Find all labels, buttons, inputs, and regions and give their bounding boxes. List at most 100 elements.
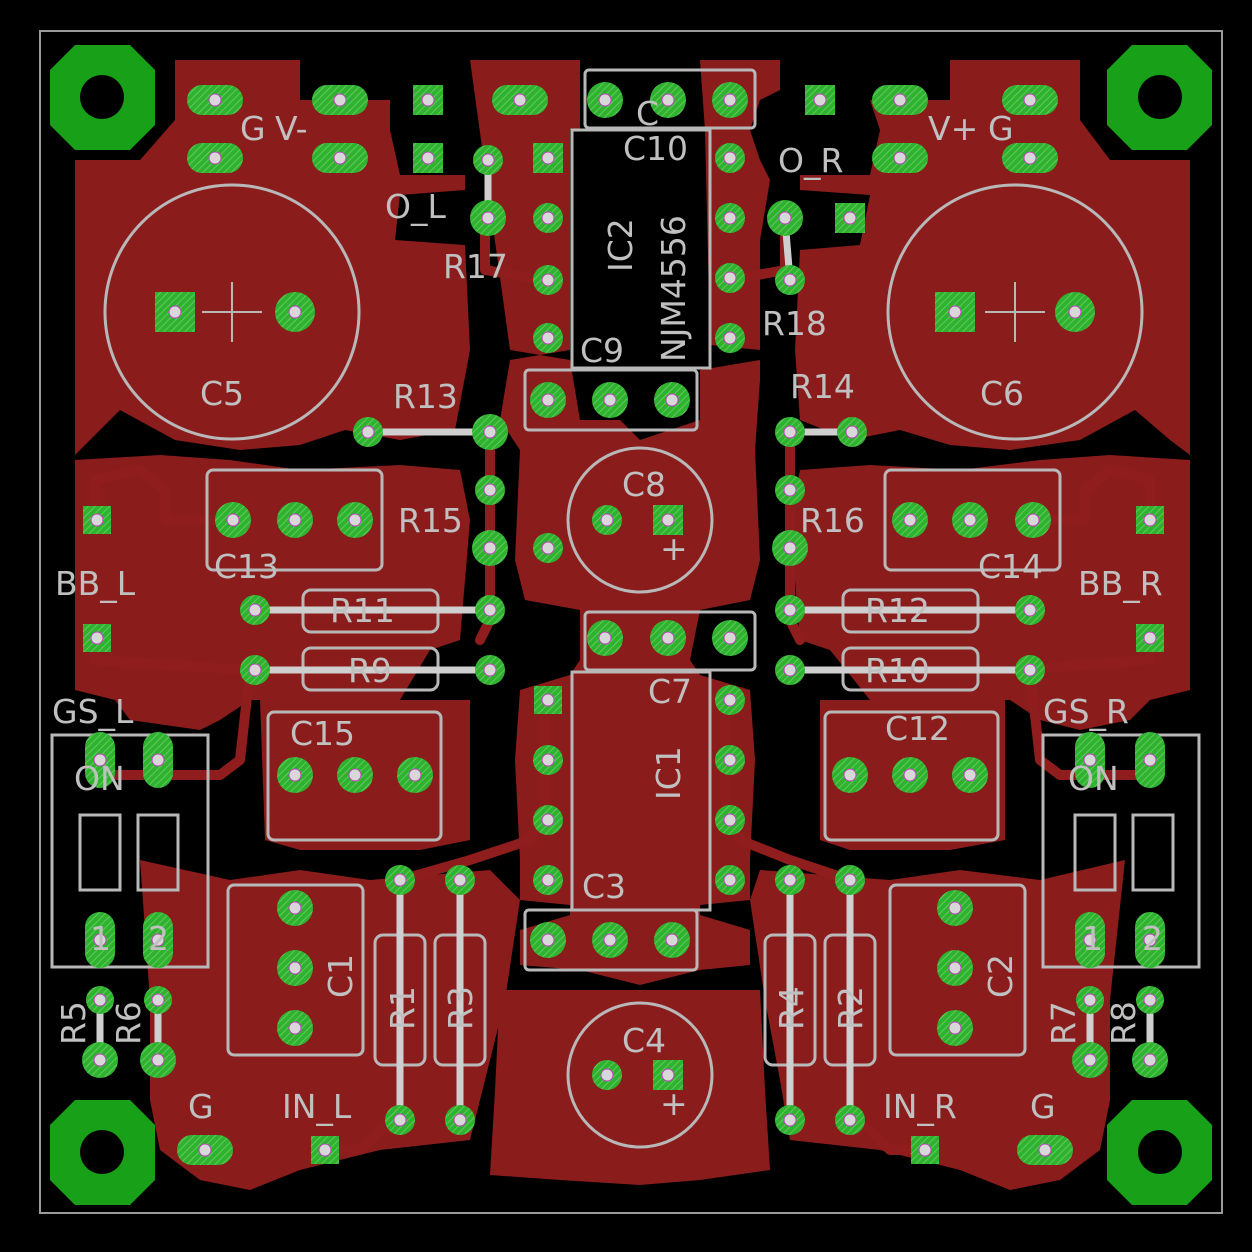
label-r5: R5 (54, 1001, 93, 1045)
pad-hole (600, 513, 614, 527)
pad-hole (541, 273, 555, 287)
label-ic2: IC2 (601, 218, 640, 272)
label-c9: C9 (580, 331, 624, 370)
label-g-left-top: G (240, 109, 266, 148)
pad-hole (348, 513, 362, 527)
mount-hole-bl (50, 1100, 155, 1205)
pad-hole (813, 93, 827, 107)
pad-hole (1143, 993, 1157, 1007)
pad-hole (723, 693, 737, 707)
label-c7: C7 (648, 672, 692, 711)
pad-hole (948, 1021, 962, 1035)
pad-hole (288, 901, 302, 915)
pad-hole (1023, 151, 1037, 165)
pad-hole (93, 933, 107, 947)
label-o-r: O_R (778, 141, 843, 180)
pad-hole (1083, 753, 1097, 767)
mount-hole-br (1107, 1100, 1212, 1205)
pad-hole (541, 753, 555, 767)
pad-hole (1083, 933, 1097, 947)
pad-hole (481, 211, 495, 225)
pad-hole (208, 151, 222, 165)
pad-hole (288, 961, 302, 975)
pad-hole (348, 768, 362, 782)
label-r4: R4 (772, 986, 811, 1030)
pad-hole (783, 483, 797, 497)
pad-hole (963, 768, 977, 782)
label-gs-l: GS_L (52, 692, 134, 731)
pad-hole (151, 753, 165, 767)
label-r6: R6 (109, 1001, 148, 1045)
label-v-plus: V+ (928, 109, 978, 148)
pad-hole (845, 425, 859, 439)
pad-hole (408, 768, 422, 782)
pad-hole (151, 993, 165, 1007)
pad-hole (893, 93, 907, 107)
pad-hole (288, 1021, 302, 1035)
mount-hole-tl (50, 45, 155, 150)
label-c14: C14 (978, 547, 1043, 586)
pad-hole (361, 425, 375, 439)
pad-hole (665, 393, 679, 407)
label-c8: C8 (622, 465, 666, 504)
label-c10: C10 (623, 129, 688, 168)
pad-hole (723, 873, 737, 887)
pad-hole (541, 393, 555, 407)
pad-hole (288, 768, 302, 782)
pad-hole (918, 1143, 932, 1157)
label-c13: C13 (214, 547, 279, 586)
label-r8: R8 (1104, 1001, 1143, 1045)
pad-hole (1083, 1053, 1097, 1067)
pad-hole (600, 1068, 614, 1082)
pad-hole (483, 425, 497, 439)
label-ic1: IC1 (649, 746, 688, 800)
label-r7: R7 (1044, 1001, 1083, 1045)
pad-hole (903, 768, 917, 782)
label-bb-l: BB_L (55, 564, 136, 603)
pad-hole (168, 305, 182, 319)
pad-hole (421, 93, 435, 107)
label-r14: R14 (790, 367, 855, 406)
label-r9: R9 (348, 651, 392, 690)
pad-hole (661, 1068, 675, 1082)
pad-hole (483, 483, 497, 497)
pad-hole (1143, 513, 1157, 527)
pad-hole (723, 331, 737, 345)
pad-hole (541, 331, 555, 345)
pad-hole (248, 663, 262, 677)
label-r18: R18 (762, 304, 827, 343)
pad-hole (893, 151, 907, 165)
pad-hole (453, 873, 467, 887)
pad-hole (1083, 993, 1097, 1007)
pad-hole (151, 933, 165, 947)
pad-hole (963, 513, 977, 527)
label-plus-c4: + (660, 1084, 688, 1123)
label-in-l: IN_L (282, 1087, 352, 1126)
pad-hole (393, 1113, 407, 1127)
label-r12: R12 (865, 591, 930, 630)
pad-hole (783, 273, 797, 287)
mount-hole-tr (1107, 45, 1212, 150)
pad-hole (541, 933, 555, 947)
label-c3: C3 (582, 867, 626, 906)
pad-hole (1143, 753, 1157, 767)
pad-hole (226, 513, 240, 527)
label-c5: C5 (200, 374, 244, 413)
label-r16: R16 (800, 501, 865, 540)
pad-hole (843, 1113, 857, 1127)
label-in-r: IN_R (883, 1087, 957, 1126)
pad-hole (603, 933, 617, 947)
pad-hole (151, 1053, 165, 1067)
pad-hole (903, 513, 917, 527)
label-sw-left-1: 1 (90, 919, 111, 958)
pad-hole (598, 631, 612, 645)
pad-hole (723, 93, 737, 107)
pad-hole (93, 753, 107, 767)
label-r17: R17 (443, 247, 508, 286)
pad-hole (948, 901, 962, 915)
label-plus-c8: + (660, 529, 688, 568)
pad-hole (541, 151, 555, 165)
pads (82, 82, 1168, 1165)
pad-hole (333, 151, 347, 165)
